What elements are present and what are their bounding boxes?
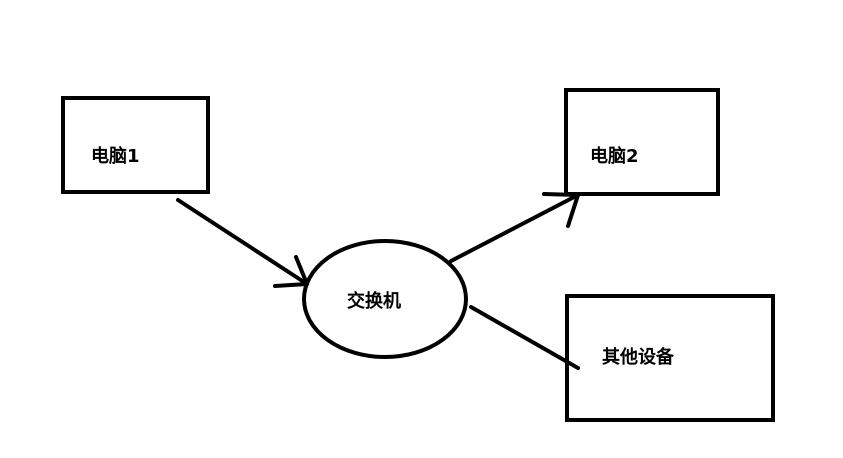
pc1-label: 电脑1: [91, 145, 140, 167]
edge-switch-to-pc2: [449, 193, 580, 263]
pc2-label: 电脑2: [590, 145, 639, 167]
arrowhead-pc1-to-switch: [273, 255, 309, 288]
switch-node: [302, 239, 468, 359]
edge-pc1-to-switch: [176, 198, 309, 286]
arrowhead-switch-to-pc2: [542, 192, 580, 228]
pc1-box: [61, 96, 210, 194]
other-device-label: 其他设备: [602, 346, 675, 368]
edge-switch-to-other: [469, 305, 580, 370]
pc2-box: [564, 88, 720, 196]
switch-label: 交换机: [347, 290, 401, 312]
other-device-box: [565, 294, 775, 422]
